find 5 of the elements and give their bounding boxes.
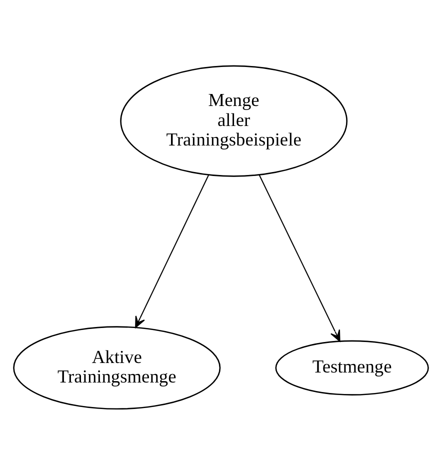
arrow [135, 174, 210, 328]
node-ellipse: Testmenge [275, 340, 429, 395]
arrow [258, 174, 340, 342]
node-ellipse: Aktive Trainingsmenge [13, 326, 221, 410]
node-ellipse: Menge aller Trainingsbeispiele [120, 64, 348, 176]
